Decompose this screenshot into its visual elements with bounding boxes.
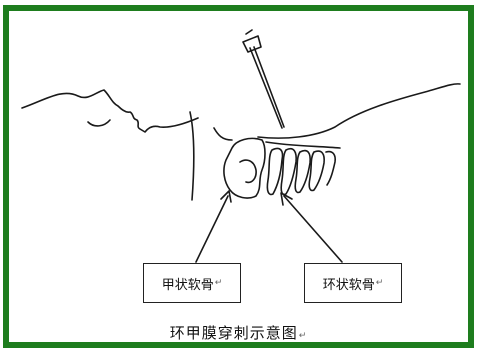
syringe-plunger [246,30,252,34]
trachea-ring-1 [267,148,282,194]
trachea-ring-2 [281,149,296,195]
syringe-hub [243,36,261,52]
arrow-thyroid-line [196,196,228,262]
thyroid-cartilage-inner [240,160,256,182]
diagram-caption: 环甲膜穿刺示意图↵ [0,322,477,343]
arrow-cricoid-line [284,196,342,262]
cricoid-cartilage-text: 环状软骨 [323,274,375,293]
return-mark-icon: ↵ [376,278,384,288]
cricoid-cartilage-label: 环状软骨↵ [304,263,402,303]
neck-back-line [190,112,194,200]
thyroid-cartilage-shape [224,138,265,198]
return-mark-icon: ↵ [215,278,223,288]
needle-line-2 [254,47,284,127]
chest-outline [258,84,460,138]
head-profile-outline [22,90,198,132]
trachea-ring-5 [326,152,335,185]
needle-line [250,48,282,128]
trachea-outer-top [266,142,340,148]
trachea-ring-4 [309,151,324,190]
caption-text: 环甲膜穿刺示意图 [170,324,298,342]
return-mark-icon: ↵ [299,331,308,341]
neck-front-line [214,128,232,140]
trachea-ring-3 [295,151,310,193]
thyroid-cartilage-text: 甲状软骨 [162,274,214,293]
mouth-line [88,120,110,126]
thyroid-cartilage-label: 甲状软骨↵ [143,263,241,303]
